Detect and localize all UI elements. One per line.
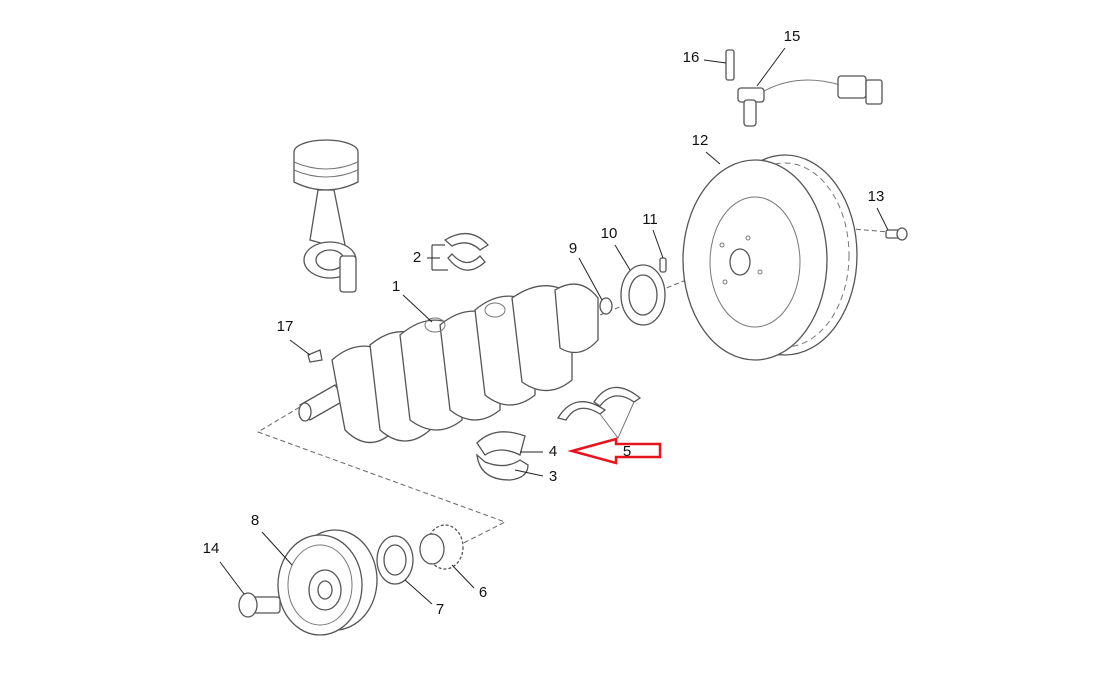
conrod-bearing-shells [443, 233, 490, 271]
callout-3: 3 [549, 468, 557, 485]
flywheel [682, 154, 858, 361]
callout-16: 16 [683, 49, 700, 66]
callout-1: 1 [392, 278, 400, 295]
callout-7: 7 [436, 601, 444, 618]
pulley-bolt [238, 592, 281, 618]
crankshaft-pulley [277, 529, 378, 636]
callout-11: 11 [642, 211, 658, 228]
callout-14: 14 [203, 540, 220, 557]
callout-17: 17 [277, 318, 294, 335]
dowel-pin [659, 257, 667, 273]
callout-5: 5 [623, 443, 631, 460]
callout-13: 13 [868, 188, 885, 205]
front-oil-seal [376, 535, 414, 585]
callout-10: 10 [601, 225, 618, 242]
leader-lines [219, 47, 889, 605]
callout-9: 9 [569, 240, 577, 257]
callout-6: 6 [479, 584, 487, 601]
pilot-bearing [599, 297, 613, 315]
callout-12: 12 [692, 132, 709, 149]
callout-2: 2 [413, 249, 421, 266]
highlight-arrow [567, 437, 662, 465]
callout-4: 4 [549, 443, 557, 460]
crankshaft-sprocket [419, 524, 464, 570]
piston-conrod-assembly [293, 139, 359, 293]
assembly-axis-line [256, 394, 507, 561]
thrust-washers [556, 386, 642, 439]
sensor-bolt [725, 49, 735, 81]
crankshaft-position-sensor [737, 75, 883, 127]
callout-8: 8 [251, 512, 259, 529]
rear-oil-seal [620, 264, 666, 326]
flywheel-bolt [885, 227, 908, 241]
callout-15: 15 [784, 28, 801, 45]
main-bearing-shells [476, 431, 529, 481]
crankshaft [298, 283, 599, 444]
woodruff-key [307, 349, 323, 363]
